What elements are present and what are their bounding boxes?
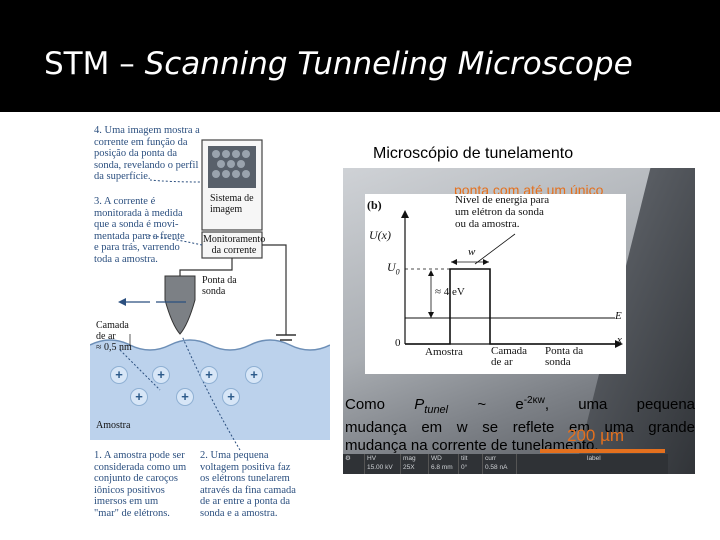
title-main: STM –: [44, 46, 145, 82]
figure-caption: Microscópio de tunelamento: [373, 145, 573, 163]
databar-cell: label: [517, 454, 668, 474]
region-sample-label: Amostra: [425, 346, 463, 358]
ux-axis-label: U(x): [369, 228, 391, 243]
origin-label: 0: [395, 337, 401, 349]
positive-ion: +: [176, 388, 194, 406]
work-function-label: ≈ 4 eV: [435, 286, 465, 298]
positive-ion: +: [245, 366, 263, 384]
positive-ion: +: [200, 366, 218, 384]
scale-bar-label: 200 µm: [567, 426, 624, 446]
sample-label: Amostra: [96, 420, 130, 431]
title-italic: Scanning Tunneling Microscope: [145, 46, 633, 82]
x-axis-label: x: [617, 334, 622, 346]
scale-bar-arrow: [540, 449, 665, 453]
energy-e-label: E: [615, 310, 622, 322]
positive-ion: +: [110, 366, 128, 384]
databar-cell: ⚙: [343, 454, 365, 474]
explanation-text: Como Ptunel ~ e-2κw, uma pequena mudança…: [345, 392, 695, 455]
u0-label: U0: [387, 260, 400, 276]
panel-label: (b): [367, 198, 382, 213]
positive-ion: +: [130, 388, 148, 406]
positive-ion: +: [152, 366, 170, 384]
explanation-line-2: mudança em w se reflete em uma grande: [345, 419, 695, 437]
title-bar: STM – Scanning Tunneling Microscope: [0, 0, 720, 112]
width-label: w: [468, 246, 475, 258]
explanation-line-1: Como Ptunel ~ e-2κw, uma pequena: [345, 392, 695, 419]
positive-ion: +: [222, 388, 240, 406]
slide-title: STM – Scanning Tunneling Microscope: [44, 46, 633, 82]
